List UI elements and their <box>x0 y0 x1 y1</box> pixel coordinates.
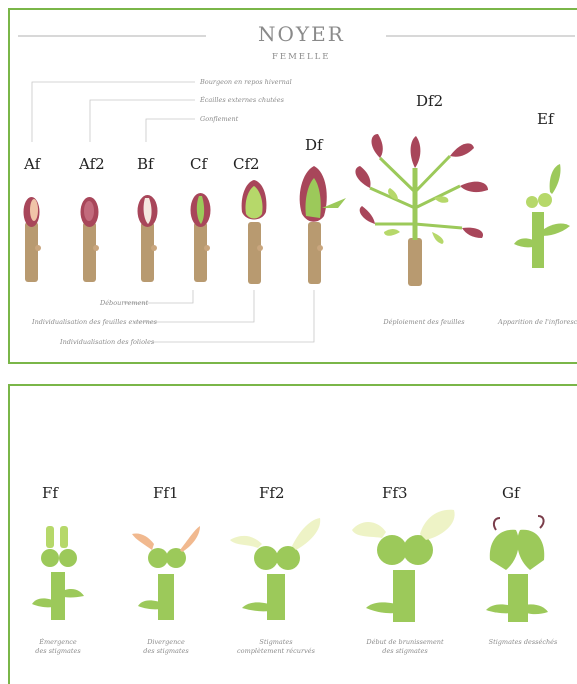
ff-flower-illustration <box>30 516 86 622</box>
stage-label-ef: Ef <box>537 110 554 128</box>
ff3-flower-illustration <box>350 506 460 624</box>
caption-ff3: Début de brunissement des stigmates <box>350 638 460 656</box>
caption-ef: Apparition de l'inflorescence <box>498 318 577 327</box>
caption-ff1: Divergence des stigmates <box>126 638 206 656</box>
page-subtitle: FEMELLE <box>272 52 331 62</box>
stage-label-cf: Cf <box>190 155 207 173</box>
caption-ff1-line1: Divergence <box>126 638 206 647</box>
stage-label-ff3: Ff3 <box>382 484 408 502</box>
caption-ff-line2: des stigmates <box>18 647 98 656</box>
note-bourgeon: Bourgeon en repos hivernal <box>200 78 292 86</box>
stage-label-ff: Ff <box>42 484 58 502</box>
page-title: NOYER <box>258 22 345 46</box>
cf2-bud-illustration <box>238 178 272 286</box>
af-bud-illustration <box>14 196 50 286</box>
note-individualisation-externes: Individualisation des feuilles externes <box>32 318 157 326</box>
caption-gf-line1: Stigmates desséchés <box>478 638 568 647</box>
stage-label-af: Af <box>24 155 40 173</box>
caption-ff2-line2: complètement récurvés <box>226 647 326 656</box>
caption-ff-line1: Émergence <box>18 638 98 647</box>
caption-ff: Émergence des stigmates <box>18 638 98 656</box>
stage-label-af2: Af2 <box>79 155 105 173</box>
cf-bud-illustration <box>183 192 219 286</box>
df2-leaves-illustration <box>350 128 500 288</box>
ff2-flower-illustration <box>228 514 324 622</box>
bf-bud-illustration <box>130 194 166 286</box>
ff1-flower-illustration <box>130 518 202 622</box>
df-bud-illustration <box>294 162 350 286</box>
ef-inflorescence-illustration <box>512 162 572 272</box>
stage-label-cf2: Cf2 <box>233 155 260 173</box>
stage-label-ff1: Ff1 <box>153 484 179 502</box>
caption-ff1-line2: des stigmates <box>126 647 206 656</box>
note-gonflement: Gonflement <box>200 115 238 123</box>
stage-label-df: Df <box>305 136 323 154</box>
caption-ff2-line1: Stigmates <box>226 638 326 647</box>
stage-label-ff2: Ff2 <box>259 484 285 502</box>
gf-flower-illustration <box>482 512 554 624</box>
af2-bud-illustration <box>72 196 108 286</box>
stage-label-gf: Gf <box>502 484 520 502</box>
note-ecailles: Écailles externes chutées <box>200 96 284 104</box>
stage-label-df2: Df2 <box>416 92 443 110</box>
caption-df2: Déploiement des feuilles <box>374 318 474 327</box>
caption-ff3-line2: des stigmates <box>350 647 460 656</box>
caption-ff2: Stigmates complètement récurvés <box>226 638 326 656</box>
caption-ff3-line1: Début de brunissement <box>350 638 460 647</box>
stage-label-bf: Bf <box>137 155 154 173</box>
note-debourrement: Débourrement <box>100 299 148 307</box>
caption-gf: Stigmates desséchés <box>478 638 568 647</box>
note-individualisation-folioles: Individualisation des folioles <box>60 338 154 346</box>
